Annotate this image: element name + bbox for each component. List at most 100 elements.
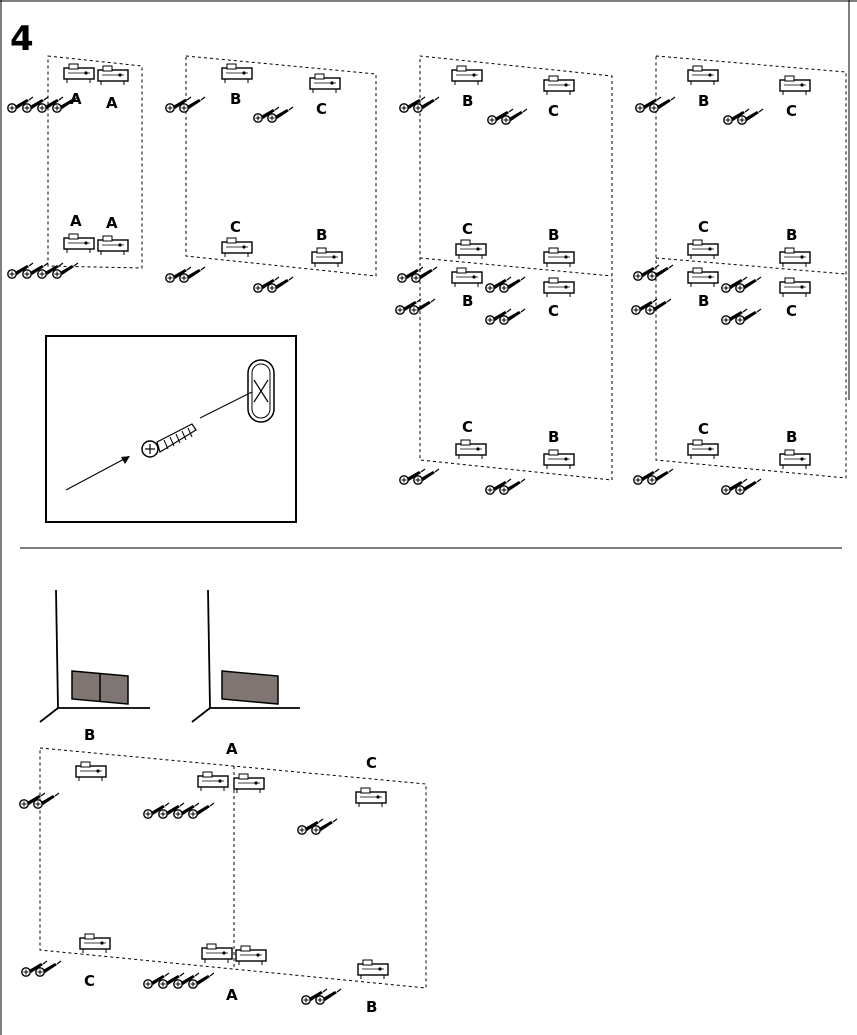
screw-icon bbox=[298, 819, 337, 834]
screw-icon bbox=[22, 961, 61, 976]
panel-2-label: B bbox=[316, 226, 327, 244]
panel-2-label: B bbox=[230, 90, 241, 108]
panel-4-label: B bbox=[786, 428, 797, 446]
screw-icon bbox=[488, 109, 527, 124]
panel-2-label: C bbox=[316, 100, 327, 118]
bracket-icon bbox=[75, 761, 107, 782]
screw-icon bbox=[396, 299, 435, 314]
panel-2: B C C B bbox=[166, 55, 377, 292]
bracket-icon bbox=[311, 247, 343, 268]
lower-assembly: B A C C A B bbox=[20, 726, 427, 1016]
panel-3-label: B bbox=[548, 226, 559, 244]
panel-4-label: C bbox=[698, 218, 709, 236]
bracket-icon bbox=[309, 73, 341, 94]
screw-icon bbox=[398, 267, 437, 282]
bracket-icon bbox=[687, 239, 719, 260]
bracket-icon bbox=[233, 773, 265, 794]
bracket-icon bbox=[63, 63, 95, 84]
panel-3-label: C bbox=[462, 418, 473, 436]
screw-icon bbox=[632, 299, 671, 314]
screw-icon bbox=[400, 469, 439, 484]
bracket-icon bbox=[79, 933, 111, 954]
panel-4-label: B bbox=[698, 92, 709, 110]
panel-1-label: A bbox=[70, 90, 82, 108]
bracket-icon bbox=[543, 449, 575, 470]
bracket-icon bbox=[543, 247, 575, 268]
panel-4: B C C B B C C B bbox=[632, 55, 847, 494]
bracket-icon bbox=[779, 247, 811, 268]
screw-icon bbox=[636, 97, 675, 112]
screw-icon bbox=[166, 97, 205, 112]
screw-icon bbox=[254, 277, 293, 292]
corner-label: B bbox=[84, 726, 95, 744]
bracket-icon bbox=[687, 267, 719, 288]
bracket-icon bbox=[543, 277, 575, 298]
panel-3-label: C bbox=[548, 302, 559, 320]
bottom-label: A bbox=[226, 986, 238, 1004]
panel-3-label: B bbox=[548, 428, 559, 446]
screw-icon bbox=[8, 97, 78, 112]
screw-icon bbox=[144, 803, 214, 818]
screw-icon bbox=[724, 109, 763, 124]
bracket-icon bbox=[455, 239, 487, 260]
corner-label: A bbox=[226, 740, 238, 758]
screw-icon bbox=[722, 277, 761, 292]
corner-label: C bbox=[366, 754, 377, 772]
panel-1: A A A A bbox=[8, 55, 143, 278]
bottom-label: B bbox=[366, 998, 377, 1016]
panel-4-label: C bbox=[698, 420, 709, 438]
bracket-icon bbox=[97, 65, 129, 86]
bracket-icon bbox=[451, 267, 483, 288]
screw-icon bbox=[20, 793, 59, 808]
screw-icon bbox=[166, 267, 205, 282]
screw-icon bbox=[486, 309, 525, 324]
panel-3-label: B bbox=[462, 292, 473, 310]
panel-4-label: C bbox=[786, 102, 797, 120]
panel-4-label: B bbox=[786, 226, 797, 244]
wall-corner-icon bbox=[191, 589, 300, 723]
screw-icon bbox=[144, 973, 214, 988]
panel-3-label: C bbox=[462, 220, 473, 238]
bracket-icon bbox=[201, 943, 233, 964]
bracket-icon bbox=[779, 449, 811, 470]
panel-1-label: A bbox=[106, 214, 118, 232]
bracket-icon bbox=[451, 65, 483, 86]
screw-icon bbox=[486, 277, 525, 292]
panel-3-label: C bbox=[548, 102, 559, 120]
bracket-icon bbox=[235, 945, 267, 966]
step-number: 4 bbox=[10, 19, 34, 59]
screw-icon bbox=[634, 469, 673, 484]
bracket-icon bbox=[687, 65, 719, 86]
bracket-icon bbox=[197, 771, 229, 792]
bracket-icon bbox=[97, 235, 129, 256]
panel-1-label: A bbox=[70, 212, 82, 230]
screw-icon bbox=[400, 97, 439, 112]
screw-icon bbox=[722, 479, 761, 494]
bottom-label: C bbox=[84, 972, 95, 990]
bracket-icon bbox=[455, 439, 487, 460]
bracket-icon bbox=[779, 75, 811, 96]
screw-icon bbox=[634, 265, 673, 280]
screw-icon bbox=[302, 989, 341, 1004]
bracket-icon bbox=[357, 959, 389, 980]
panel-4-label: B bbox=[698, 292, 709, 310]
panel-3: B C C B B C C B bbox=[396, 55, 613, 494]
panel-3-label: B bbox=[462, 92, 473, 110]
wall-corner-icon bbox=[39, 589, 150, 723]
screw-into-plug-icon bbox=[45, 335, 297, 523]
bracket-icon bbox=[779, 277, 811, 298]
screw-icon bbox=[486, 479, 525, 494]
bracket-icon bbox=[543, 75, 575, 96]
bracket-icon bbox=[221, 237, 253, 258]
panel-1-label: A bbox=[106, 94, 118, 112]
screw-icon bbox=[8, 263, 78, 278]
panel-4-label: C bbox=[786, 302, 797, 320]
bracket-icon bbox=[687, 439, 719, 460]
panel-2-label: C bbox=[230, 218, 241, 236]
bracket-icon bbox=[355, 787, 387, 808]
bracket-icon bbox=[63, 233, 95, 254]
screw-icon bbox=[254, 107, 293, 122]
screw-icon bbox=[722, 309, 761, 324]
bracket-icon bbox=[221, 63, 253, 84]
